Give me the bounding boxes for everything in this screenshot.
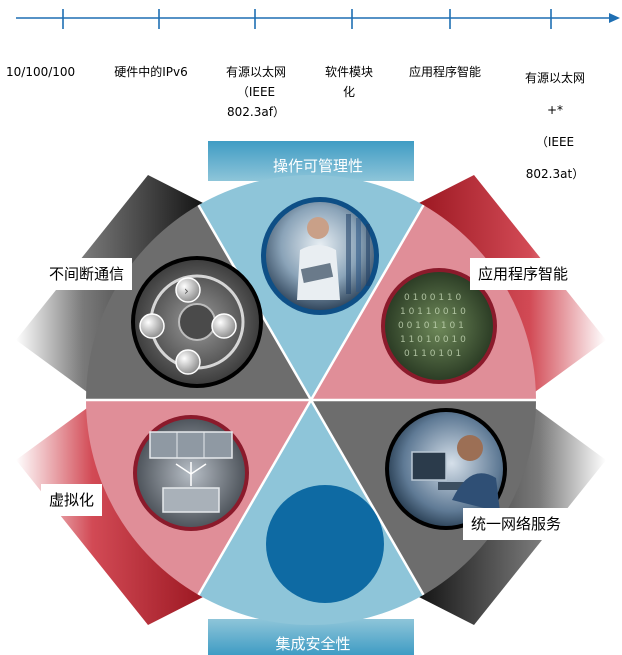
segment-label-upper-left: 不间断通信 xyxy=(41,258,133,290)
segment-label-lower-left: 虚拟化 xyxy=(41,484,103,516)
segment-label-upper-right: 应用程序智能 xyxy=(470,258,577,290)
svg-text:0 1 0 0 1 1 0: 0 1 0 0 1 1 0 xyxy=(404,293,462,303)
timeline xyxy=(16,9,620,29)
flap-top xyxy=(208,141,414,181)
segment-label-top: 操作可管理性 xyxy=(272,157,364,175)
svg-text:0 0 1 0 1 1 0 1: 0 0 1 0 1 1 0 1 xyxy=(398,321,464,331)
segment-label-lower-right: 统一网络服务 xyxy=(463,508,570,540)
photo-binary-code: 0 1 0 0 1 1 0 1 0 1 1 0 0 1 0 0 0 1 0 1 … xyxy=(381,268,497,384)
milestone-label-1: 10/100/100 xyxy=(6,65,76,79)
photo-office-network xyxy=(385,408,507,530)
milestone-label-6: 有源以太网+* （IEEE 802.3at） xyxy=(524,71,585,181)
milestone-label-5: 应用程序智能 xyxy=(408,65,482,79)
svg-text:1 0 1 1 0 0 1 0: 1 0 1 1 0 0 1 0 xyxy=(400,307,466,317)
svg-text:›: › xyxy=(184,284,189,298)
milestone-label-4: 软件模块 化 xyxy=(324,65,374,99)
timeline-arrowhead xyxy=(609,13,620,23)
milestone-label-2: 硬件中的IPv6 xyxy=(114,65,188,79)
photo-person-laptop xyxy=(261,197,379,315)
milestone-label-3: 有源以太网 （IEEE 802.3af） xyxy=(225,65,287,119)
bottom-blue-circle xyxy=(266,485,384,603)
svg-text:1 1 0 1 0 0 1 0: 1 1 0 1 0 0 1 0 xyxy=(400,335,466,345)
photo-virtualization xyxy=(133,415,249,531)
sector-dividers xyxy=(86,204,536,596)
svg-text:0 1 1 0 1 0 1: 0 1 1 0 1 0 1 xyxy=(404,349,461,359)
photo-communication-hub: › xyxy=(131,256,263,388)
segment-label-bottom: 集成安全性 xyxy=(275,635,351,653)
flap-lower-left xyxy=(16,400,207,625)
